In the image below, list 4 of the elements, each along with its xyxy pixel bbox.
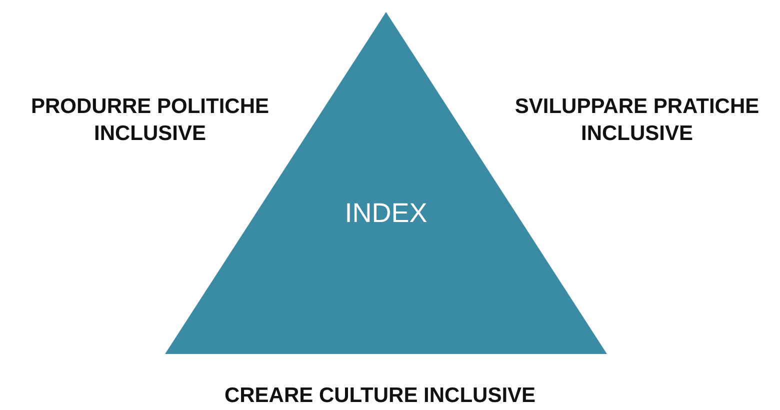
side-label: SVILUPPARE PRATICHE INCLUSIVE bbox=[514, 94, 760, 147]
side-label: PRODURRE POLITICHE INCLUSIVE bbox=[30, 94, 270, 147]
side-label: CREARE CULTURE INCLUSIVE bbox=[223, 383, 537, 409]
node-label: INDEX bbox=[344, 198, 428, 229]
